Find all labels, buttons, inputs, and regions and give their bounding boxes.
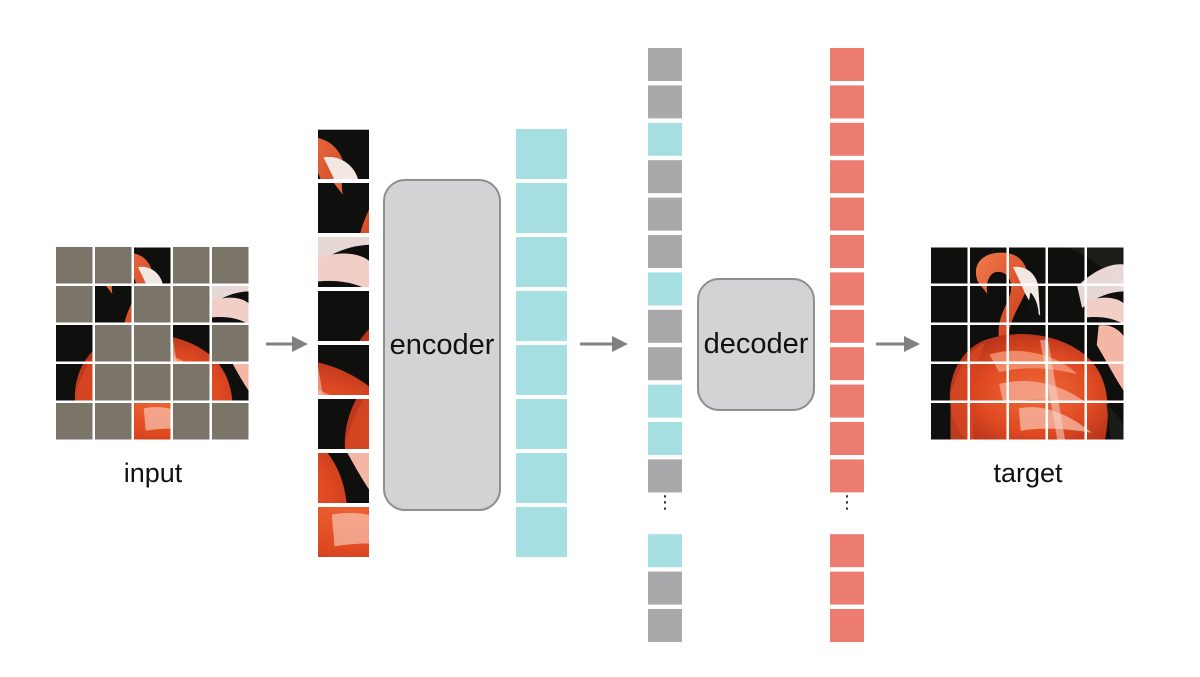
encoded-tokens-column [516,129,567,557]
token [648,459,682,493]
masked-patch [56,247,93,284]
encoded-token [516,237,567,287]
target-label: target [993,458,1063,488]
arrow-right-icon [876,336,920,352]
token [830,160,864,194]
token [830,272,864,306]
token [648,571,682,605]
token [830,85,864,119]
encoder-block: encoder [383,179,501,511]
masked-patch [173,286,210,323]
encoded-token [516,453,567,503]
token [830,422,864,455]
token [830,384,864,418]
masked-patch [95,247,132,284]
encoded-token [516,183,567,233]
arrow-right-icon [266,336,308,352]
decoder-input-ellipsis: ⋮ [656,492,674,513]
masked-patch [173,403,210,440]
token [648,422,682,455]
masked-patch [134,364,171,401]
token [830,48,864,81]
input-masked-image [56,247,249,440]
encoded-token [516,345,567,395]
token [830,534,864,568]
token [830,235,864,268]
decoder-label: decoder [703,328,809,360]
token [648,309,682,343]
encoded-token [516,129,567,179]
masked-patch [212,403,249,440]
token [648,235,682,268]
encoded-token [516,507,567,557]
target-image [931,247,1124,440]
masked-patch [212,325,249,362]
token [830,459,864,493]
token [648,384,682,418]
visible-patches-column [318,129,369,557]
token [830,197,864,231]
token [830,309,864,343]
token [648,122,682,156]
masked-patch [95,364,132,401]
masked-patch [173,364,210,401]
token [830,122,864,156]
masked-patch [56,403,93,440]
encoded-token [516,291,567,341]
masked-patch [95,403,132,440]
token [648,534,682,568]
decoder-output-tokens-column [830,48,864,642]
encoder-label: encoder [389,328,495,361]
token [648,160,682,194]
arrow-right-icon [580,336,628,352]
decoder-output-ellipsis: ⋮ [838,492,856,513]
token [648,272,682,306]
masked-patch [173,247,210,284]
token [648,347,682,381]
token [648,85,682,119]
masked-patch [95,325,132,362]
input-label: input [123,458,183,488]
token [648,197,682,231]
decoder-block: decoder [697,278,815,411]
masked-patch [134,286,171,323]
token [648,609,682,642]
masked-patch [212,247,249,284]
masked-patch [56,286,93,323]
encoded-token [516,399,567,449]
token [648,48,682,81]
token [830,347,864,381]
token [830,609,864,642]
masked-patch [134,325,171,362]
decoder-input-tokens-column [648,48,682,642]
token [830,571,864,605]
